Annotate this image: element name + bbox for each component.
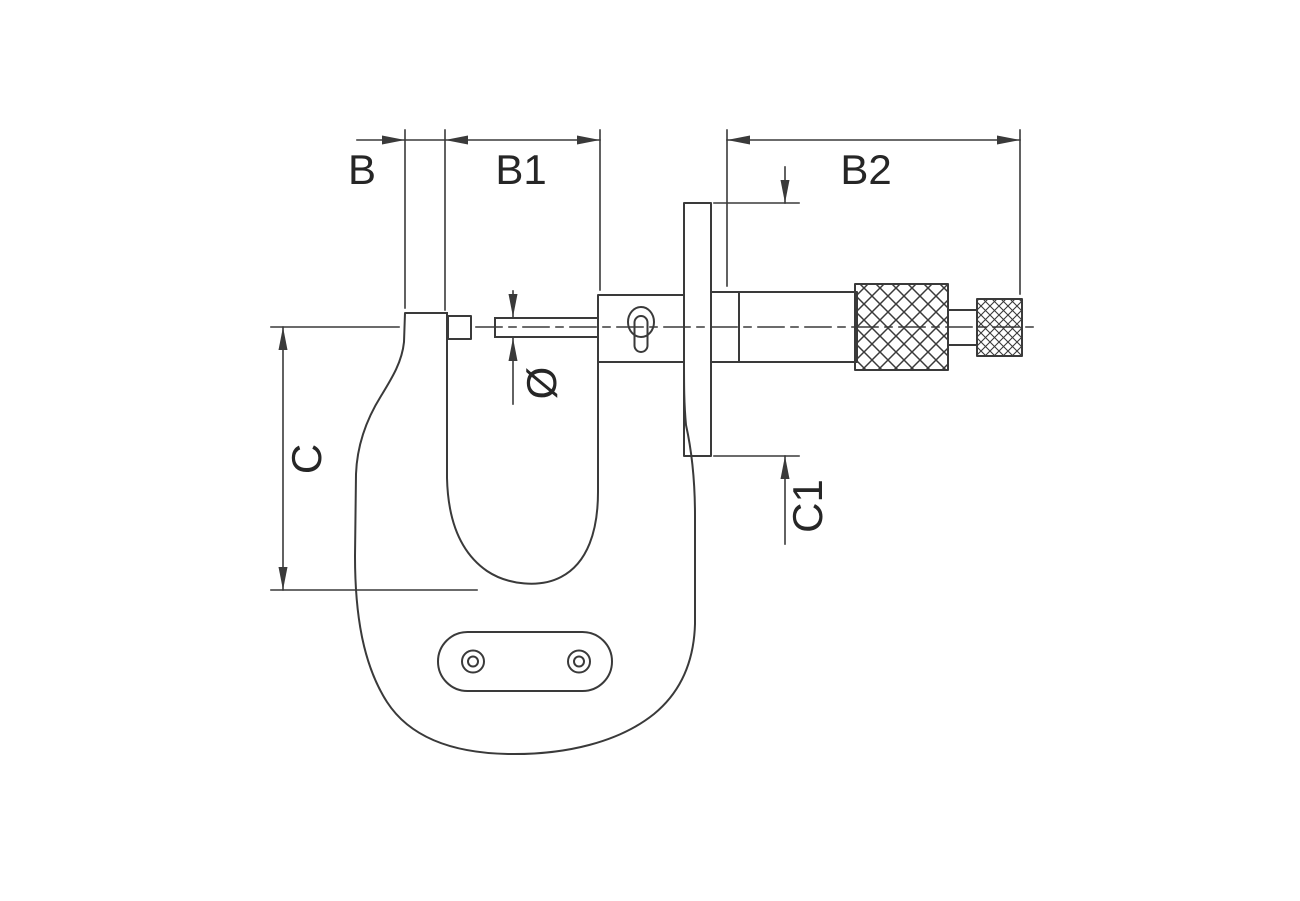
spindle — [494, 317, 599, 338]
lock-lever — [633, 315, 649, 353]
arrowheads-group — [278, 135, 1020, 590]
lock-lever-knob — [627, 306, 655, 338]
frame-outer-contour — [354, 312, 696, 756]
arrow-diameter-top — [508, 294, 518, 317]
arrow-b2-left — [727, 135, 750, 145]
dimension-labels-group: B B1 B2 Ø C C1 — [283, 146, 892, 533]
micrometer-body-group — [354, 202, 1035, 756]
dim-label-diameter: Ø — [518, 367, 565, 400]
dim-label-b1: B1 — [495, 146, 546, 193]
arrow-c1-top — [780, 180, 790, 203]
arrow-b2-right — [997, 135, 1020, 145]
arrow-diameter-bottom — [508, 338, 518, 361]
arrow-b1-left — [445, 135, 468, 145]
screw-left-outer — [461, 649, 485, 674]
screw-left-inner — [467, 655, 479, 668]
thimble-knurled — [854, 283, 949, 371]
arrow-c-top — [278, 327, 288, 350]
screw-right-inner — [573, 655, 585, 668]
arrow-b1-right — [577, 135, 600, 145]
arrow-c-bottom — [278, 567, 288, 590]
dim-label-c: C — [283, 444, 330, 474]
base-plate — [437, 631, 613, 692]
anvil — [447, 315, 472, 340]
dim-label-b: B — [348, 146, 376, 193]
arrow-b-left — [382, 135, 405, 145]
arrow-c1-bottom — [780, 456, 790, 479]
dim-label-c1: C1 — [784, 479, 831, 533]
frame-inner-throat — [446, 312, 599, 585]
ratchet-stop-knurled — [976, 298, 1023, 357]
screw-right-outer — [567, 649, 591, 674]
dim-label-b2: B2 — [840, 146, 891, 193]
